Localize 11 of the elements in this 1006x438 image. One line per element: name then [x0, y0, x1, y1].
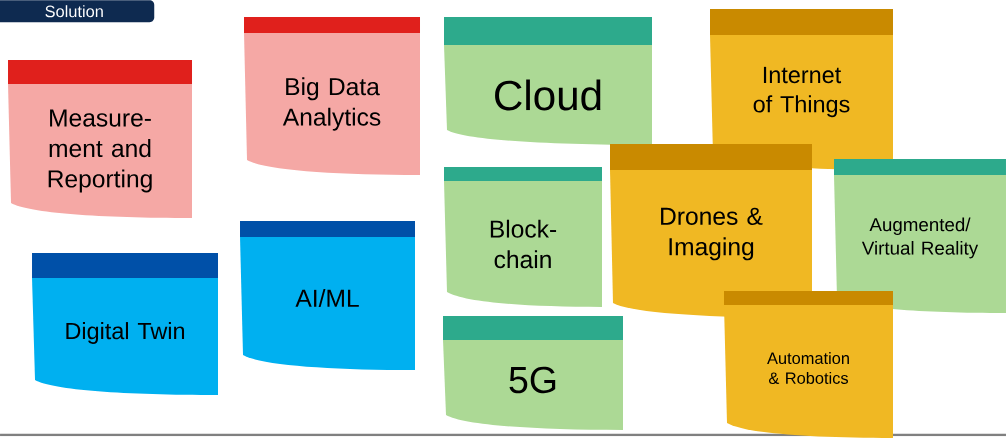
sticky-note: Augmented/ Virtual Reality: [834, 159, 1006, 313]
sticky-note: Big Data Analytics: [244, 17, 420, 175]
sticky-note: Automation & Robotics: [724, 291, 893, 438]
sticky-note: 5G: [443, 316, 623, 430]
title-tab: Solution: [0, 0, 155, 23]
sticky-note: Digital Twin: [32, 253, 218, 395]
sticky-note: Block-chain: [444, 167, 602, 307]
sticky-note: Cloud: [444, 17, 652, 145]
sticky-note: Measure-ment and Reporting: [8, 60, 192, 218]
sticky-note: Drones & Imaging: [610, 144, 812, 318]
sticky-note: AI/ML: [240, 221, 415, 370]
